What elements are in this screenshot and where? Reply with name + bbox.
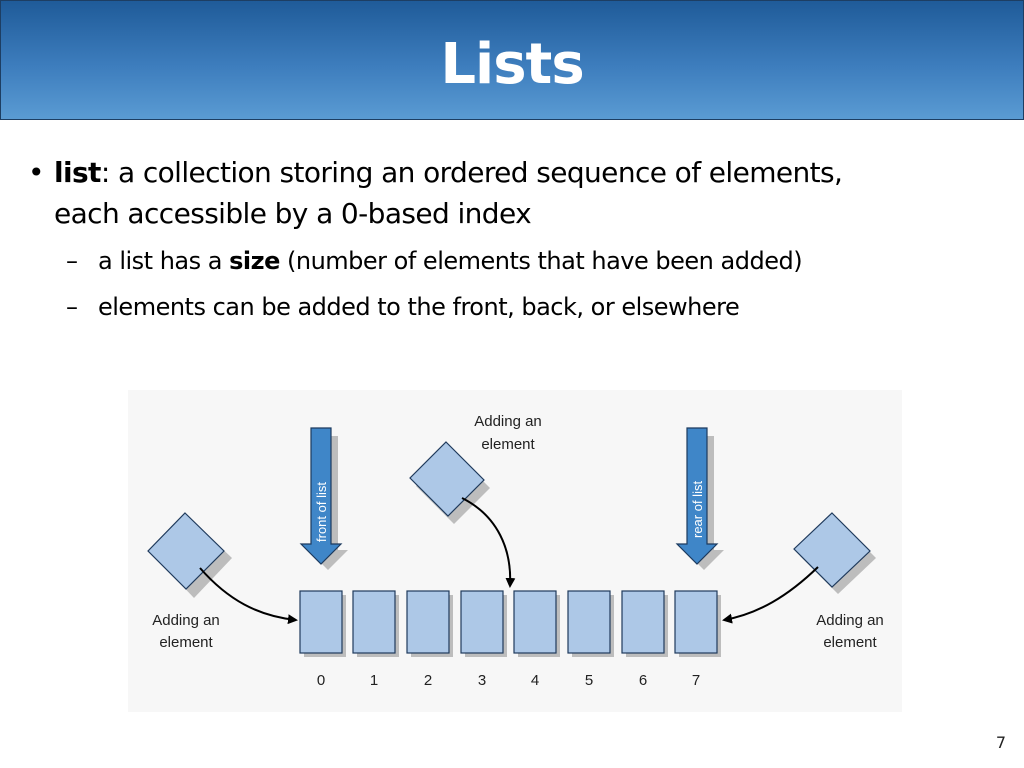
bullet-list: • list: a collection storing an ordered s… bbox=[28, 152, 988, 324]
bullet-list-definition: • list: a collection storing an ordered s… bbox=[28, 152, 988, 234]
front-of-list-arrow-icon: front of list bbox=[299, 427, 348, 570]
element-diamond-right-icon bbox=[793, 512, 876, 594]
curved-arrow-right-icon bbox=[722, 566, 819, 624]
index-label-0: 0 bbox=[317, 672, 325, 689]
index-label-4: 4 bbox=[531, 672, 539, 689]
list-cell-2 bbox=[406, 590, 450, 654]
curved-arrow-middle-icon bbox=[461, 497, 516, 588]
adding-label-left-line2: element bbox=[159, 634, 213, 651]
list-cell-1 bbox=[352, 590, 396, 654]
index-label-1: 1 bbox=[370, 672, 378, 689]
term-list: list bbox=[54, 156, 101, 189]
list-cell-0 bbox=[299, 590, 343, 654]
slide-title: Lists bbox=[440, 32, 584, 97]
title-bar: Lists bbox=[0, 0, 1024, 120]
front-of-list-label: front of list bbox=[314, 482, 329, 542]
index-label-6: 6 bbox=[639, 672, 647, 689]
list-cell-3 bbox=[460, 590, 504, 654]
curved-arrow-left-icon bbox=[199, 567, 298, 625]
sub-bullet-size: –a list has a size (number of elements t… bbox=[28, 244, 988, 278]
term-size: size bbox=[229, 247, 280, 275]
list-cells bbox=[299, 590, 721, 657]
rear-of-list-label: rear of list bbox=[690, 481, 705, 538]
definition-line1: : a collection storing an ordered sequen… bbox=[100, 156, 843, 189]
element-diamond-left-icon bbox=[147, 512, 232, 598]
index-label-5: 5 bbox=[585, 672, 593, 689]
slide-number: 7 bbox=[995, 733, 1006, 752]
list-diagram: 0 1 2 3 4 5 6 7 front of list rear of li… bbox=[128, 390, 902, 712]
bullet-dot-icon: • bbox=[28, 156, 45, 189]
index-label-7: 7 bbox=[692, 672, 700, 689]
index-label-2: 2 bbox=[424, 672, 432, 689]
element-diamond-middle-icon bbox=[409, 441, 490, 524]
size-suffix: (number of elements that have been added… bbox=[279, 247, 803, 275]
definition-line2: each accessible by a 0-based index bbox=[54, 197, 532, 230]
adding-text: elements can be added to the front, back… bbox=[98, 293, 740, 321]
dash-icon: – bbox=[66, 293, 78, 321]
adding-label-right-line2: element bbox=[823, 634, 877, 651]
sub-bullet-adding: –elements can be added to the front, bac… bbox=[28, 290, 988, 324]
adding-label-left-line1: Adding an bbox=[152, 612, 220, 629]
index-label-3: 3 bbox=[478, 672, 486, 689]
adding-label-middle-line1: Adding an bbox=[474, 413, 542, 430]
list-cell-4 bbox=[513, 590, 557, 654]
adding-label-middle-line2: element bbox=[481, 436, 535, 453]
dash-icon: – bbox=[66, 247, 78, 275]
list-diagram-svg: 0 1 2 3 4 5 6 7 front of list rear of li… bbox=[147, 413, 884, 689]
size-prefix: a list has a bbox=[98, 247, 230, 275]
list-cell-6 bbox=[621, 590, 665, 654]
list-cell-5 bbox=[567, 590, 611, 654]
list-cell-7 bbox=[674, 590, 718, 654]
adding-label-right-line1: Adding an bbox=[816, 612, 884, 629]
rear-of-list-arrow-icon: rear of list bbox=[675, 427, 724, 570]
